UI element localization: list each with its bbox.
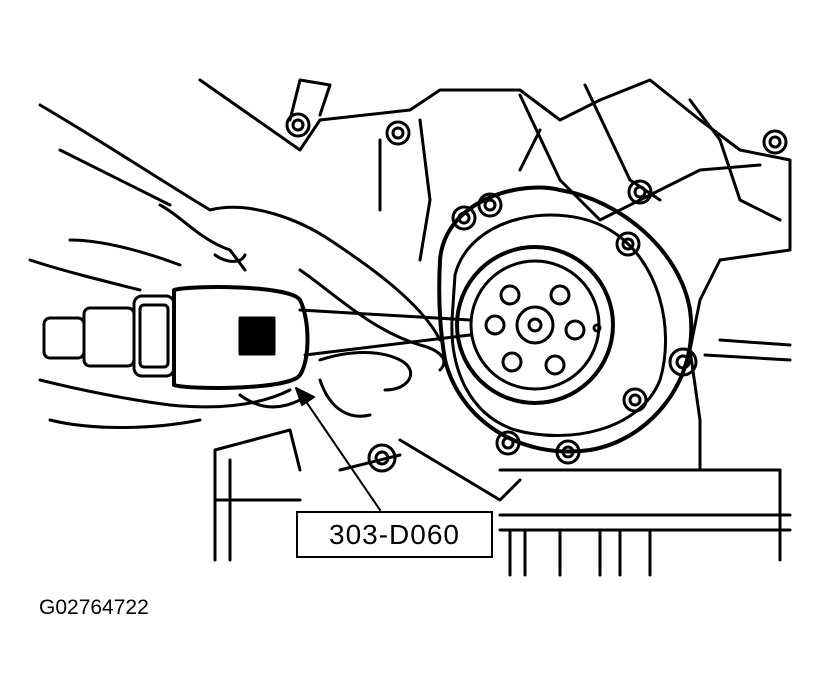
seal-installer-tool xyxy=(42,285,472,390)
engine-block xyxy=(198,78,792,562)
figure-id: G02764722 xyxy=(39,596,149,619)
seal-housing xyxy=(437,185,694,454)
oil-pan xyxy=(213,428,792,577)
tool-number-callout: 303-D060 xyxy=(296,511,493,558)
housing-bolts xyxy=(285,112,788,473)
technician-hands xyxy=(28,103,446,429)
crankshaft-flange xyxy=(455,245,615,405)
callout-leader xyxy=(295,387,381,511)
